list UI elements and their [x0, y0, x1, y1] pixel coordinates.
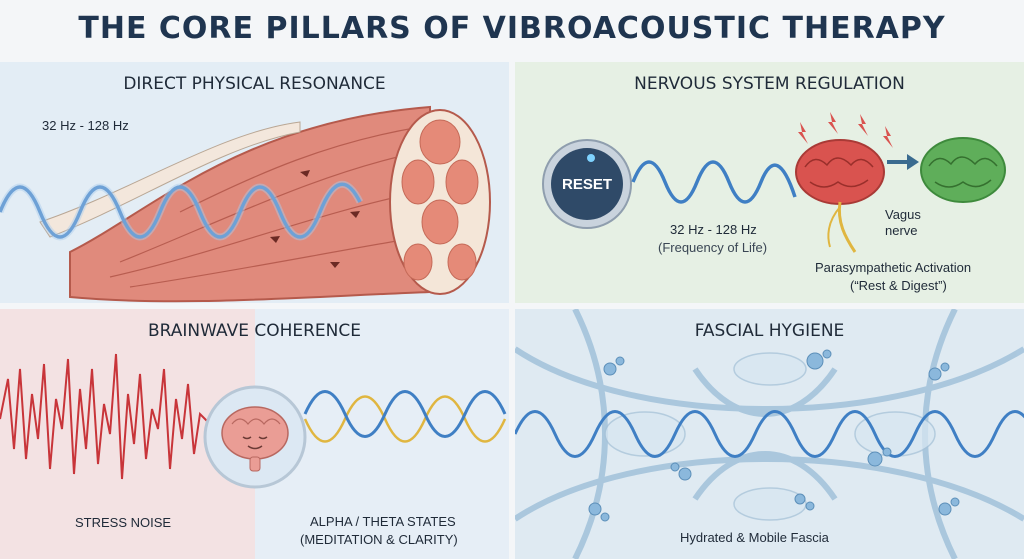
page-title: THE CORE PILLARS OF VIBROACOUSTIC THERAP… — [78, 10, 946, 46]
brainwave-illustration — [0, 353, 507, 489]
activation-note: (“Rest & Digest”) — [850, 278, 947, 293]
fascia-wave — [515, 410, 1024, 458]
vagus-nerve-label: Vagus nerve — [885, 207, 921, 238]
calm-face-brain-icon — [221, 406, 289, 472]
alpha-theta-note: (MEDITATION & CLARITY) — [300, 532, 458, 547]
fascia-caption: Hydrated & Mobile Fascia — [680, 530, 829, 545]
reset-button-label: RESET — [561, 175, 612, 193]
panel-nervous-system: NERVOUS SYSTEM REGULATION RESET 32 Hz - … — [515, 62, 1024, 303]
water-molecule-icons — [588, 349, 960, 522]
panel-title-physical: DIRECT PHYSICAL RESONANCE — [123, 74, 386, 94]
stress-noise-label: STRESS NOISE — [75, 515, 172, 530]
stress-noise-wave — [0, 353, 211, 480]
stressed-brain-icon — [795, 139, 885, 205]
reset-button[interactable]: RESET — [551, 148, 623, 220]
panel-title-fascia: FASCIAL HYGIENE — [694, 321, 845, 341]
nervous-system-illustration — [542, 112, 1006, 253]
vagus-nerve — [837, 201, 857, 253]
panel-fascia: FASCIAL HYGIENE Hydrated & Mobile Fascia — [515, 309, 1024, 559]
resonance-wave — [0, 182, 362, 239]
force-arrows — [270, 170, 360, 268]
muscle-sheath — [39, 121, 301, 238]
panel-title-nervous: NERVOUS SYSTEM REGULATION — [634, 74, 905, 94]
muscle-bundle — [69, 105, 431, 303]
alpha-theta-label: ALPHA / THETA STATES — [310, 514, 456, 529]
fascicles — [401, 119, 479, 281]
status-light-icon — [587, 154, 595, 162]
activation-label: Parasympathetic Activation — [815, 260, 972, 275]
frequency-note: (Frequency of Life) — [658, 240, 768, 255]
physical-resonance-illustration — [0, 105, 491, 303]
regulation-wave — [631, 160, 797, 204]
frequency-label: 32 Hz - 128 Hz — [42, 118, 129, 133]
stress-spark-icons — [798, 112, 893, 148]
theta-wave — [303, 395, 507, 443]
panel-brainwave: BRAINWAVE COHERENCE STRESS NOISE ALPHA /… — [0, 309, 509, 559]
alpha-wave — [303, 390, 507, 438]
panel-title-brainwave: BRAINWAVE COHERENCE — [148, 321, 361, 341]
panel-physical-resonance: DIRECT PHYSICAL RESONANCE 32 Hz - 128 Hz — [0, 62, 509, 303]
fascia-mesh — [515, 309, 1024, 559]
arrow-right-icon — [887, 154, 919, 170]
calm-brain-icon — [920, 137, 1006, 203]
fascia-illustration — [515, 309, 1024, 559]
frequency-label: 32 Hz - 128 Hz — [670, 222, 757, 237]
